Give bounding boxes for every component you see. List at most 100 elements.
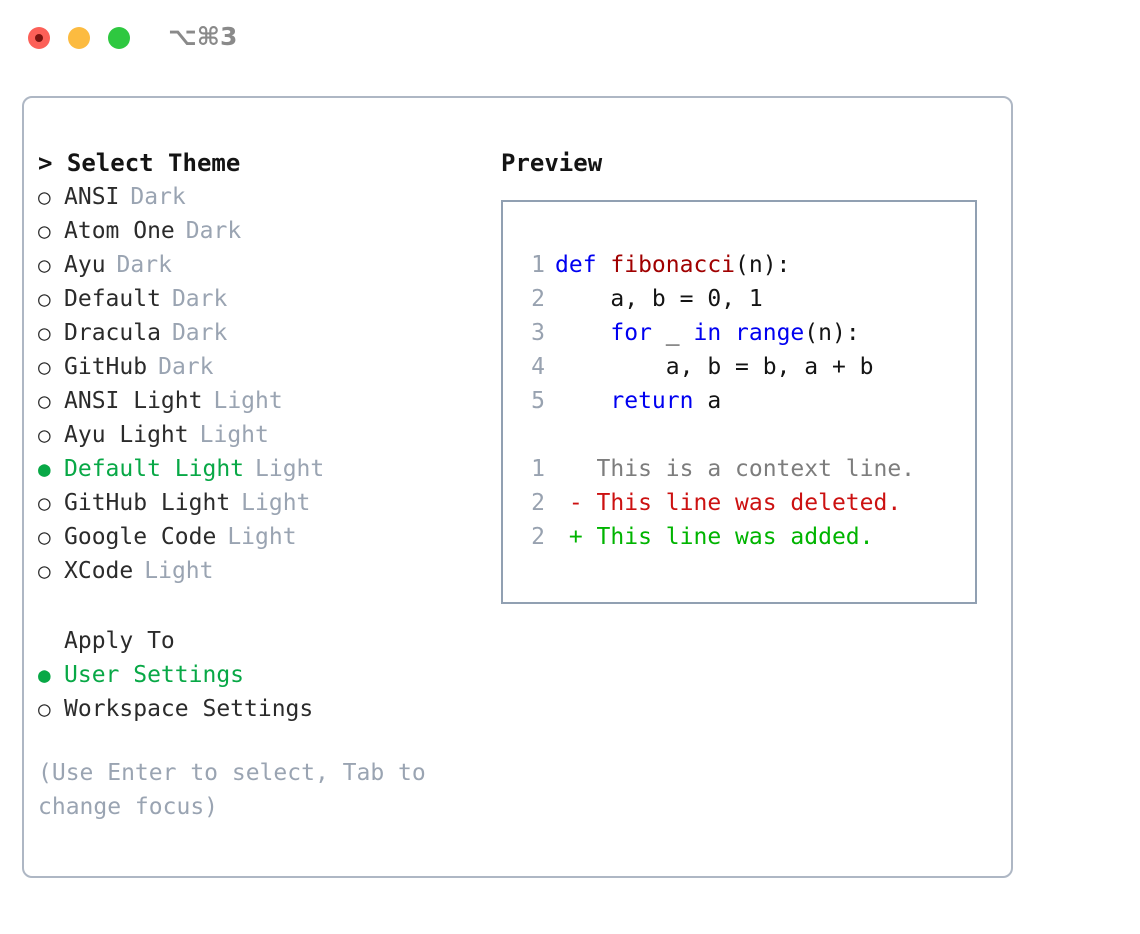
code-token: for [610,320,652,346]
code-token: return [610,388,694,414]
code-line: 2 a, b = 0, 1 [517,282,915,316]
apply-to-label: Workspace Settings [64,696,314,722]
code-blank-line [517,418,915,452]
theme-list-item[interactable]: ○ GitHub Light Light [38,486,488,520]
theme-variant-label: Dark [130,184,186,210]
code-token: This is a context line. [555,456,916,482]
apply-to-item[interactable]: ● User Settings [38,658,488,692]
code-line-text: + This line was added. [555,520,874,554]
code-token [555,320,610,346]
code-line: 3 for _ in range(n): [517,316,915,350]
theme-variant-label: Light [199,422,269,448]
radio-unselected-icon: ○ [38,355,51,379]
close-window-button[interactable] [28,27,50,49]
code-line-text: a, b = 0, 1 [555,282,763,316]
minimize-window-button[interactable] [68,27,90,49]
code-token: _ [651,320,694,346]
line-number: 2 [531,524,545,550]
code-token: range [735,320,805,346]
theme-name-label: Google Code [64,524,217,550]
code-line: 4 a, b = b, a + b [517,350,915,384]
select-theme-heading: > Select Theme [38,149,241,177]
theme-name-label: ANSI [64,184,120,210]
theme-variant-label: Light [255,456,325,482]
radio-unselected-icon: ○ [38,389,51,413]
code-token: fibonacci [610,252,736,278]
apply-to-heading: Apply To [64,628,175,654]
code-line-text: This is a context line. [555,452,916,486]
theme-name-label: Default [64,286,161,312]
radio-selected-icon: ● [38,663,51,687]
theme-name-label: ANSI Light [64,388,203,414]
theme-name-label: GitHub [64,354,148,380]
code-token: - This line was deleted. [555,490,902,516]
line-number: 1 [531,252,545,278]
keyboard-hint-text: (Use Enter to select, Tab to change focu… [38,760,426,820]
theme-name-label: Atom One [64,218,175,244]
theme-name-label: Dracula [64,320,161,346]
preview-heading: Preview [501,149,603,177]
radio-unselected-icon: ○ [38,525,51,549]
radio-unselected-icon: ○ [38,491,51,515]
code-token: a, b = b, a + b [555,354,874,380]
code-token: a [693,388,722,414]
theme-list-item[interactable]: ○ Google Code Light [38,520,488,554]
code-token: + This line was added. [555,524,874,550]
maximize-window-button[interactable] [108,27,130,49]
code-line-text: return a [555,384,721,418]
theme-name-label: Ayu [64,252,106,278]
diff-line: 2 + This line was added. [517,520,915,554]
code-token: (n): [804,320,860,346]
theme-list-item[interactable]: ○ ANSI Dark [38,180,488,214]
line-number: 2 [531,490,545,516]
theme-variant-label: Dark [116,252,172,278]
line-number: 4 [531,354,545,380]
apply-to-item[interactable]: ○ Workspace Settings [38,692,488,726]
radio-selected-icon: ● [38,457,51,481]
radio-unselected-icon: ○ [38,559,51,583]
section-divider [38,588,488,624]
keyboard-shortcut-label: ⌥⌘3 [168,22,238,51]
code-line-text: def fibonacci(n): [555,248,790,282]
theme-name-label: Default Light [64,456,245,482]
code-token: def [555,252,611,278]
traffic-lights [28,27,130,49]
line-number: 5 [531,388,545,414]
apply-to-list[interactable]: ● User Settings ○ Workspace Settings [38,658,488,726]
line-number: 3 [531,320,545,346]
code-line-text: - This line was deleted. [555,486,901,520]
code-token: (n): [735,252,791,278]
radio-unselected-icon: ○ [38,253,51,277]
apply-to-label: User Settings [64,662,245,688]
theme-list-item[interactable]: ○ Ayu Dark [38,248,488,282]
theme-variant-label: Light [227,524,297,550]
radio-unselected-icon: ○ [38,185,51,209]
code-token: a, b = 0, 1 [555,286,763,312]
diff-line: 1 This is a context line. [517,452,915,486]
code-line: 1 def fibonacci(n): [517,248,915,282]
theme-name-label: GitHub Light [64,490,231,516]
code-token: in [693,320,722,346]
line-number: 1 [531,456,545,482]
radio-unselected-icon: ○ [38,219,51,243]
code-token [721,320,735,346]
theme-variant-label: Light [144,558,214,584]
theme-variant-label: Light [241,490,311,516]
radio-unselected-icon: ○ [38,321,51,345]
radio-unselected-icon: ○ [38,697,51,721]
theme-list-item[interactable]: ● Default Light Light [38,452,488,486]
